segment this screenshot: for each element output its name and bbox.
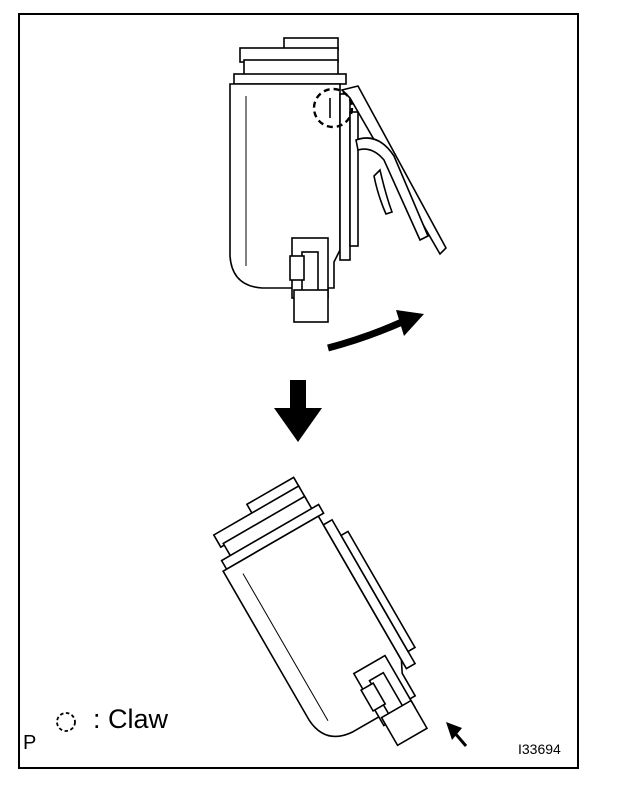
figure-id: I33694 xyxy=(518,741,561,757)
top-unit xyxy=(229,37,447,323)
push-arrow-icon xyxy=(446,722,468,747)
legend-claw-circle-icon xyxy=(56,712,76,732)
legend-label: : Claw xyxy=(93,704,169,734)
frame-border xyxy=(18,13,579,769)
bottom-unit xyxy=(212,476,429,747)
down-arrow-icon xyxy=(274,380,322,442)
claw-circle-icon xyxy=(312,87,354,129)
rotate-arrow-icon xyxy=(327,310,424,352)
p-mark: P xyxy=(23,732,37,754)
